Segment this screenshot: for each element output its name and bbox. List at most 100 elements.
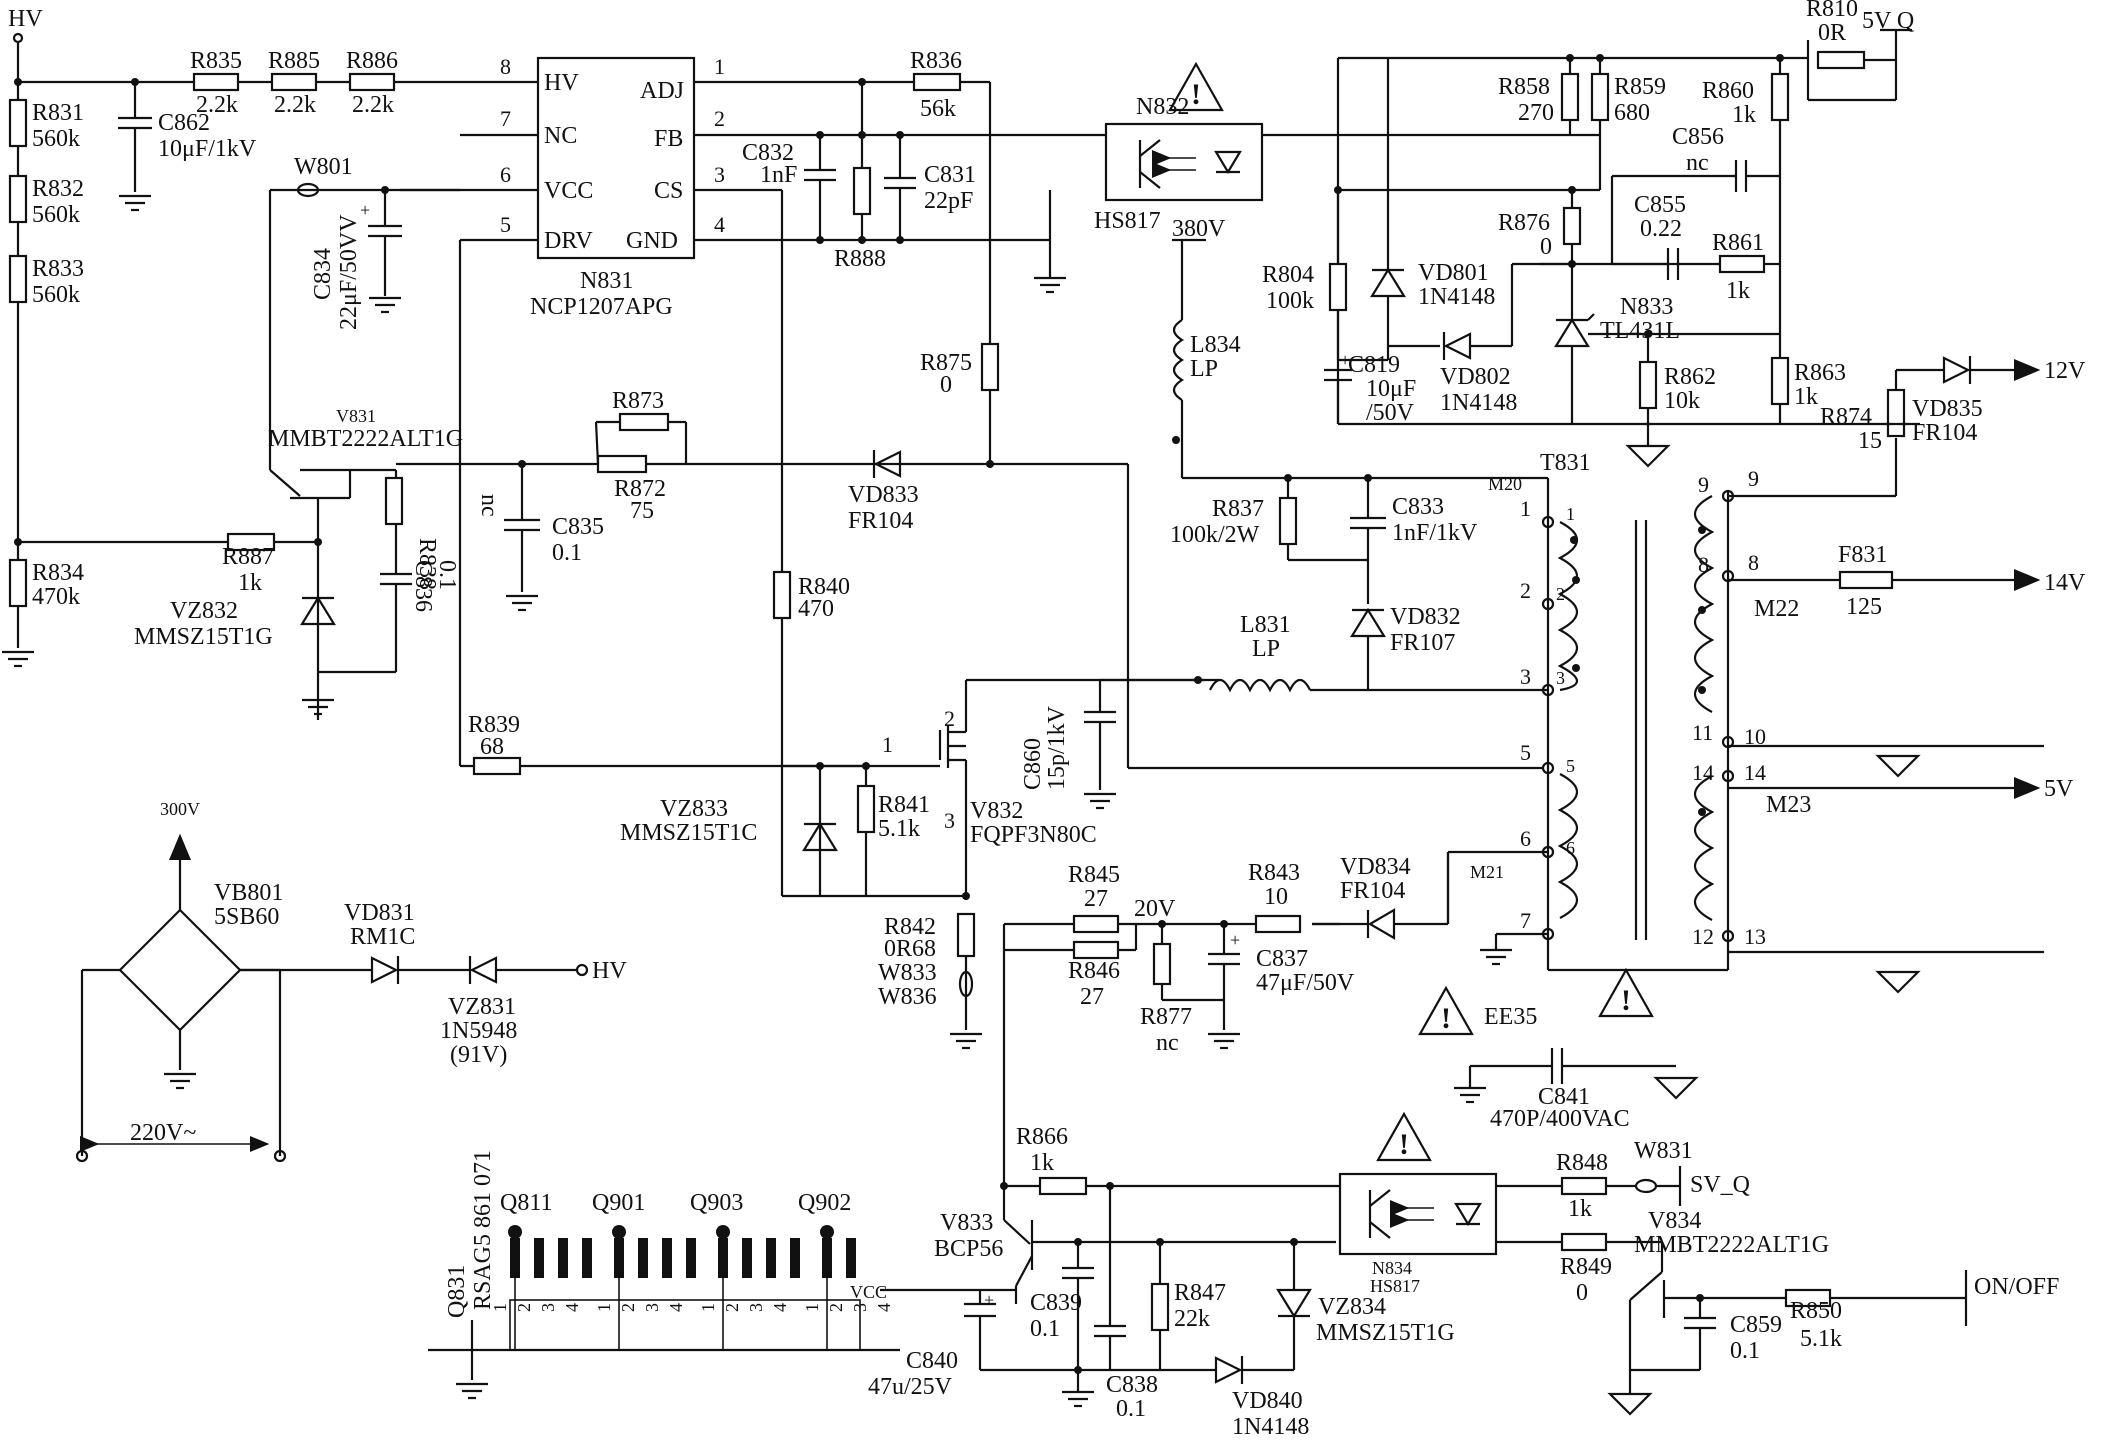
- svg-text:12: 12: [1692, 924, 1714, 949]
- svg-text:1k: 1k: [238, 570, 262, 596]
- svg-text:VD802: VD802: [1440, 364, 1511, 390]
- svg-text:3: 3: [714, 162, 725, 187]
- resistor-r875: [980, 342, 1000, 392]
- svg-text:R886: R886: [346, 48, 398, 74]
- svg-text:VB801: VB801: [214, 880, 283, 906]
- svg-text:68: 68: [480, 734, 504, 760]
- svg-text:R866: R866: [1016, 1124, 1068, 1150]
- svg-text:nc: nc: [1156, 1030, 1179, 1056]
- svg-text:TL431L: TL431L: [1600, 318, 1680, 344]
- svg-text:RM1C: RM1C: [350, 924, 415, 950]
- svg-text:C819: C819: [1348, 352, 1400, 378]
- resistor-r810: [1816, 50, 1866, 70]
- svg-text:FQPF3N80C: FQPF3N80C: [970, 822, 1097, 848]
- svg-text:1N4148: 1N4148: [1232, 1414, 1309, 1440]
- resistor-r859: [1590, 72, 1610, 122]
- svg-text:1k: 1k: [1732, 102, 1756, 128]
- svg-text:R841: R841: [878, 792, 930, 818]
- optocoupler-n832: N832 HS817: [1094, 62, 1600, 234]
- svg-text:V831: V831: [336, 406, 376, 426]
- svg-text:10k: 10k: [1664, 388, 1700, 414]
- svg-text:/50V: /50V: [1366, 400, 1415, 426]
- svg-text:NC: NC: [544, 123, 577, 149]
- svg-text:C834: C834: [310, 248, 336, 300]
- svg-text:11: 11: [1692, 720, 1713, 745]
- zener-vz831: [469, 956, 498, 984]
- svg-text:N832: N832: [1136, 94, 1189, 120]
- svg-text:7: 7: [500, 106, 511, 131]
- svg-text:8: 8: [500, 54, 511, 79]
- svg-text:R888: R888: [834, 246, 886, 272]
- svg-text:8: 8: [1698, 552, 1709, 577]
- svg-text:1: 1: [1520, 496, 1531, 521]
- resistor-r843: [1254, 914, 1302, 934]
- ic-part: NCP1207APG: [530, 294, 673, 320]
- svg-text:W836: W836: [878, 984, 937, 1010]
- svg-text:+: +: [984, 1290, 994, 1310]
- svg-text:C835: C835: [552, 514, 604, 540]
- transistor-v834: [1629, 1271, 1663, 1301]
- resistor-r845: [1072, 914, 1120, 934]
- svg-text:0: 0: [940, 372, 952, 398]
- svg-text:1: 1: [882, 732, 893, 757]
- svg-text:3: 3: [1520, 664, 1531, 689]
- shunt-n833: [1554, 317, 1590, 348]
- svg-text:2.2k: 2.2k: [274, 92, 316, 118]
- svg-text:R873: R873: [612, 388, 664, 414]
- svg-text:9: 9: [1698, 472, 1709, 497]
- resistor-r863: [1770, 356, 1790, 406]
- svg-text:R832: R832: [32, 176, 84, 202]
- svg-text:15: 15: [1858, 428, 1882, 454]
- ic-n831: 8 7 6 5 1 2 3 4 HV NC VCC DRV ADJ FB CS …: [400, 54, 740, 320]
- svg-text:0R: 0R: [1818, 20, 1846, 46]
- svg-text:0.1: 0.1: [552, 540, 582, 566]
- svg-text:4: 4: [562, 1303, 582, 1312]
- svg-text:1: 1: [714, 54, 725, 79]
- svg-text:RSAG5 861 071: RSAG5 861 071: [470, 1150, 496, 1310]
- svg-text:2: 2: [722, 1303, 742, 1312]
- svg-text:14: 14: [1744, 760, 1766, 785]
- svg-text:C841: C841: [1538, 1084, 1590, 1110]
- resistor-r839: [472, 756, 522, 776]
- svg-text:1nF/1kV: 1nF/1kV: [1392, 520, 1478, 546]
- svg-text:7: 7: [1520, 908, 1531, 933]
- svg-text:VD801: VD801: [1418, 260, 1489, 286]
- svg-text:Q831: Q831: [444, 1265, 470, 1318]
- svg-text:3: 3: [642, 1303, 662, 1312]
- svg-text:1k: 1k: [1030, 1150, 1054, 1176]
- svg-text:VZ831: VZ831: [448, 994, 516, 1020]
- svg-text:LP: LP: [1252, 636, 1280, 662]
- svg-text:N834: N834: [1372, 1258, 1412, 1278]
- svg-text:V833: V833: [940, 1210, 993, 1236]
- svg-text:4: 4: [770, 1303, 790, 1312]
- resistor-r877: [1152, 942, 1172, 986]
- resistor-r836: [912, 72, 962, 92]
- resistor-r831: [8, 98, 28, 148]
- svg-text:R872: R872: [614, 476, 666, 502]
- svg-text:C859: C859: [1730, 1312, 1782, 1338]
- svg-text:FR104: FR104: [1912, 420, 1977, 446]
- svg-text:VZ834: VZ834: [1318, 1294, 1386, 1320]
- zener-vz834: [1276, 1288, 1312, 1319]
- svg-text:10μF: 10μF: [1366, 376, 1416, 402]
- svg-text:W801: W801: [294, 154, 353, 180]
- ic-ref: N831: [580, 268, 633, 294]
- svg-text:EE35: EE35: [1484, 1004, 1537, 1030]
- svg-text:560k: 560k: [32, 126, 80, 152]
- svg-text:3: 3: [944, 808, 955, 833]
- svg-text:M21: M21: [1470, 862, 1504, 882]
- svg-text:R810: R810: [1806, 0, 1858, 22]
- svg-text:N833: N833: [1620, 294, 1673, 320]
- svg-text:R862: R862: [1664, 364, 1716, 390]
- svg-text:R847: R847: [1174, 1280, 1226, 1306]
- svg-text:MMSZ15T1G: MMSZ15T1G: [1316, 1320, 1455, 1346]
- svg-text:0.1: 0.1: [434, 560, 460, 590]
- svg-text:C832: C832: [742, 140, 794, 166]
- svg-text:22k: 22k: [1174, 1306, 1210, 1332]
- svg-text:4: 4: [714, 212, 725, 237]
- resistor-r846: [1072, 940, 1120, 960]
